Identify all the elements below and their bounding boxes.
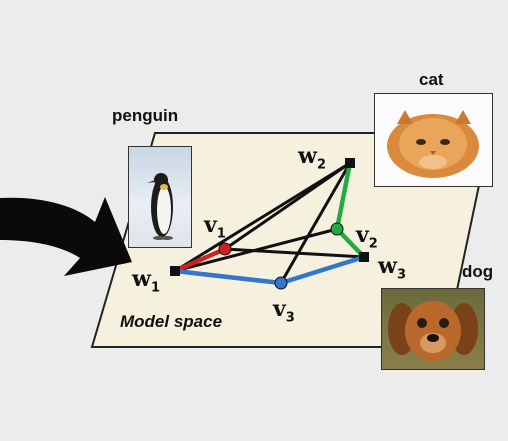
edge-v1-w3 [223,247,366,259]
node-v3 [274,276,288,290]
edges-layer [172,160,367,286]
edge-w1-v1 [172,246,228,274]
cat-image [374,93,493,187]
node-w3 [359,252,369,262]
cat-label: cat [419,70,444,89]
node-label-v2: v2 [356,222,378,252]
dog-image [381,288,485,370]
dog-label: dog [462,262,494,281]
node-v1 [218,242,232,256]
penguin-image [128,146,192,248]
penguin-label: penguin [112,106,179,125]
node-label-v3: v3 [273,296,295,326]
edge-v1-w2 [223,161,352,251]
edge-w2-v2 [334,160,353,232]
model-space-caption: Model space [120,312,223,331]
node-label-v1: v1 [204,212,226,242]
node-v2 [330,222,344,236]
edge-w1-v3 [172,268,284,286]
node-label-w3: w3 [378,253,406,283]
node-label-w1: w1 [132,266,160,296]
node-w2 [345,158,355,168]
node-w1 [170,266,180,276]
input-arrow-icon [0,197,132,276]
edge-v3-w3 [278,254,367,286]
nodes-layer [170,158,369,290]
edge-w1-w2 [173,161,352,273]
edge-w2-v3 [279,161,352,285]
node-label-w2: w2 [298,143,326,173]
